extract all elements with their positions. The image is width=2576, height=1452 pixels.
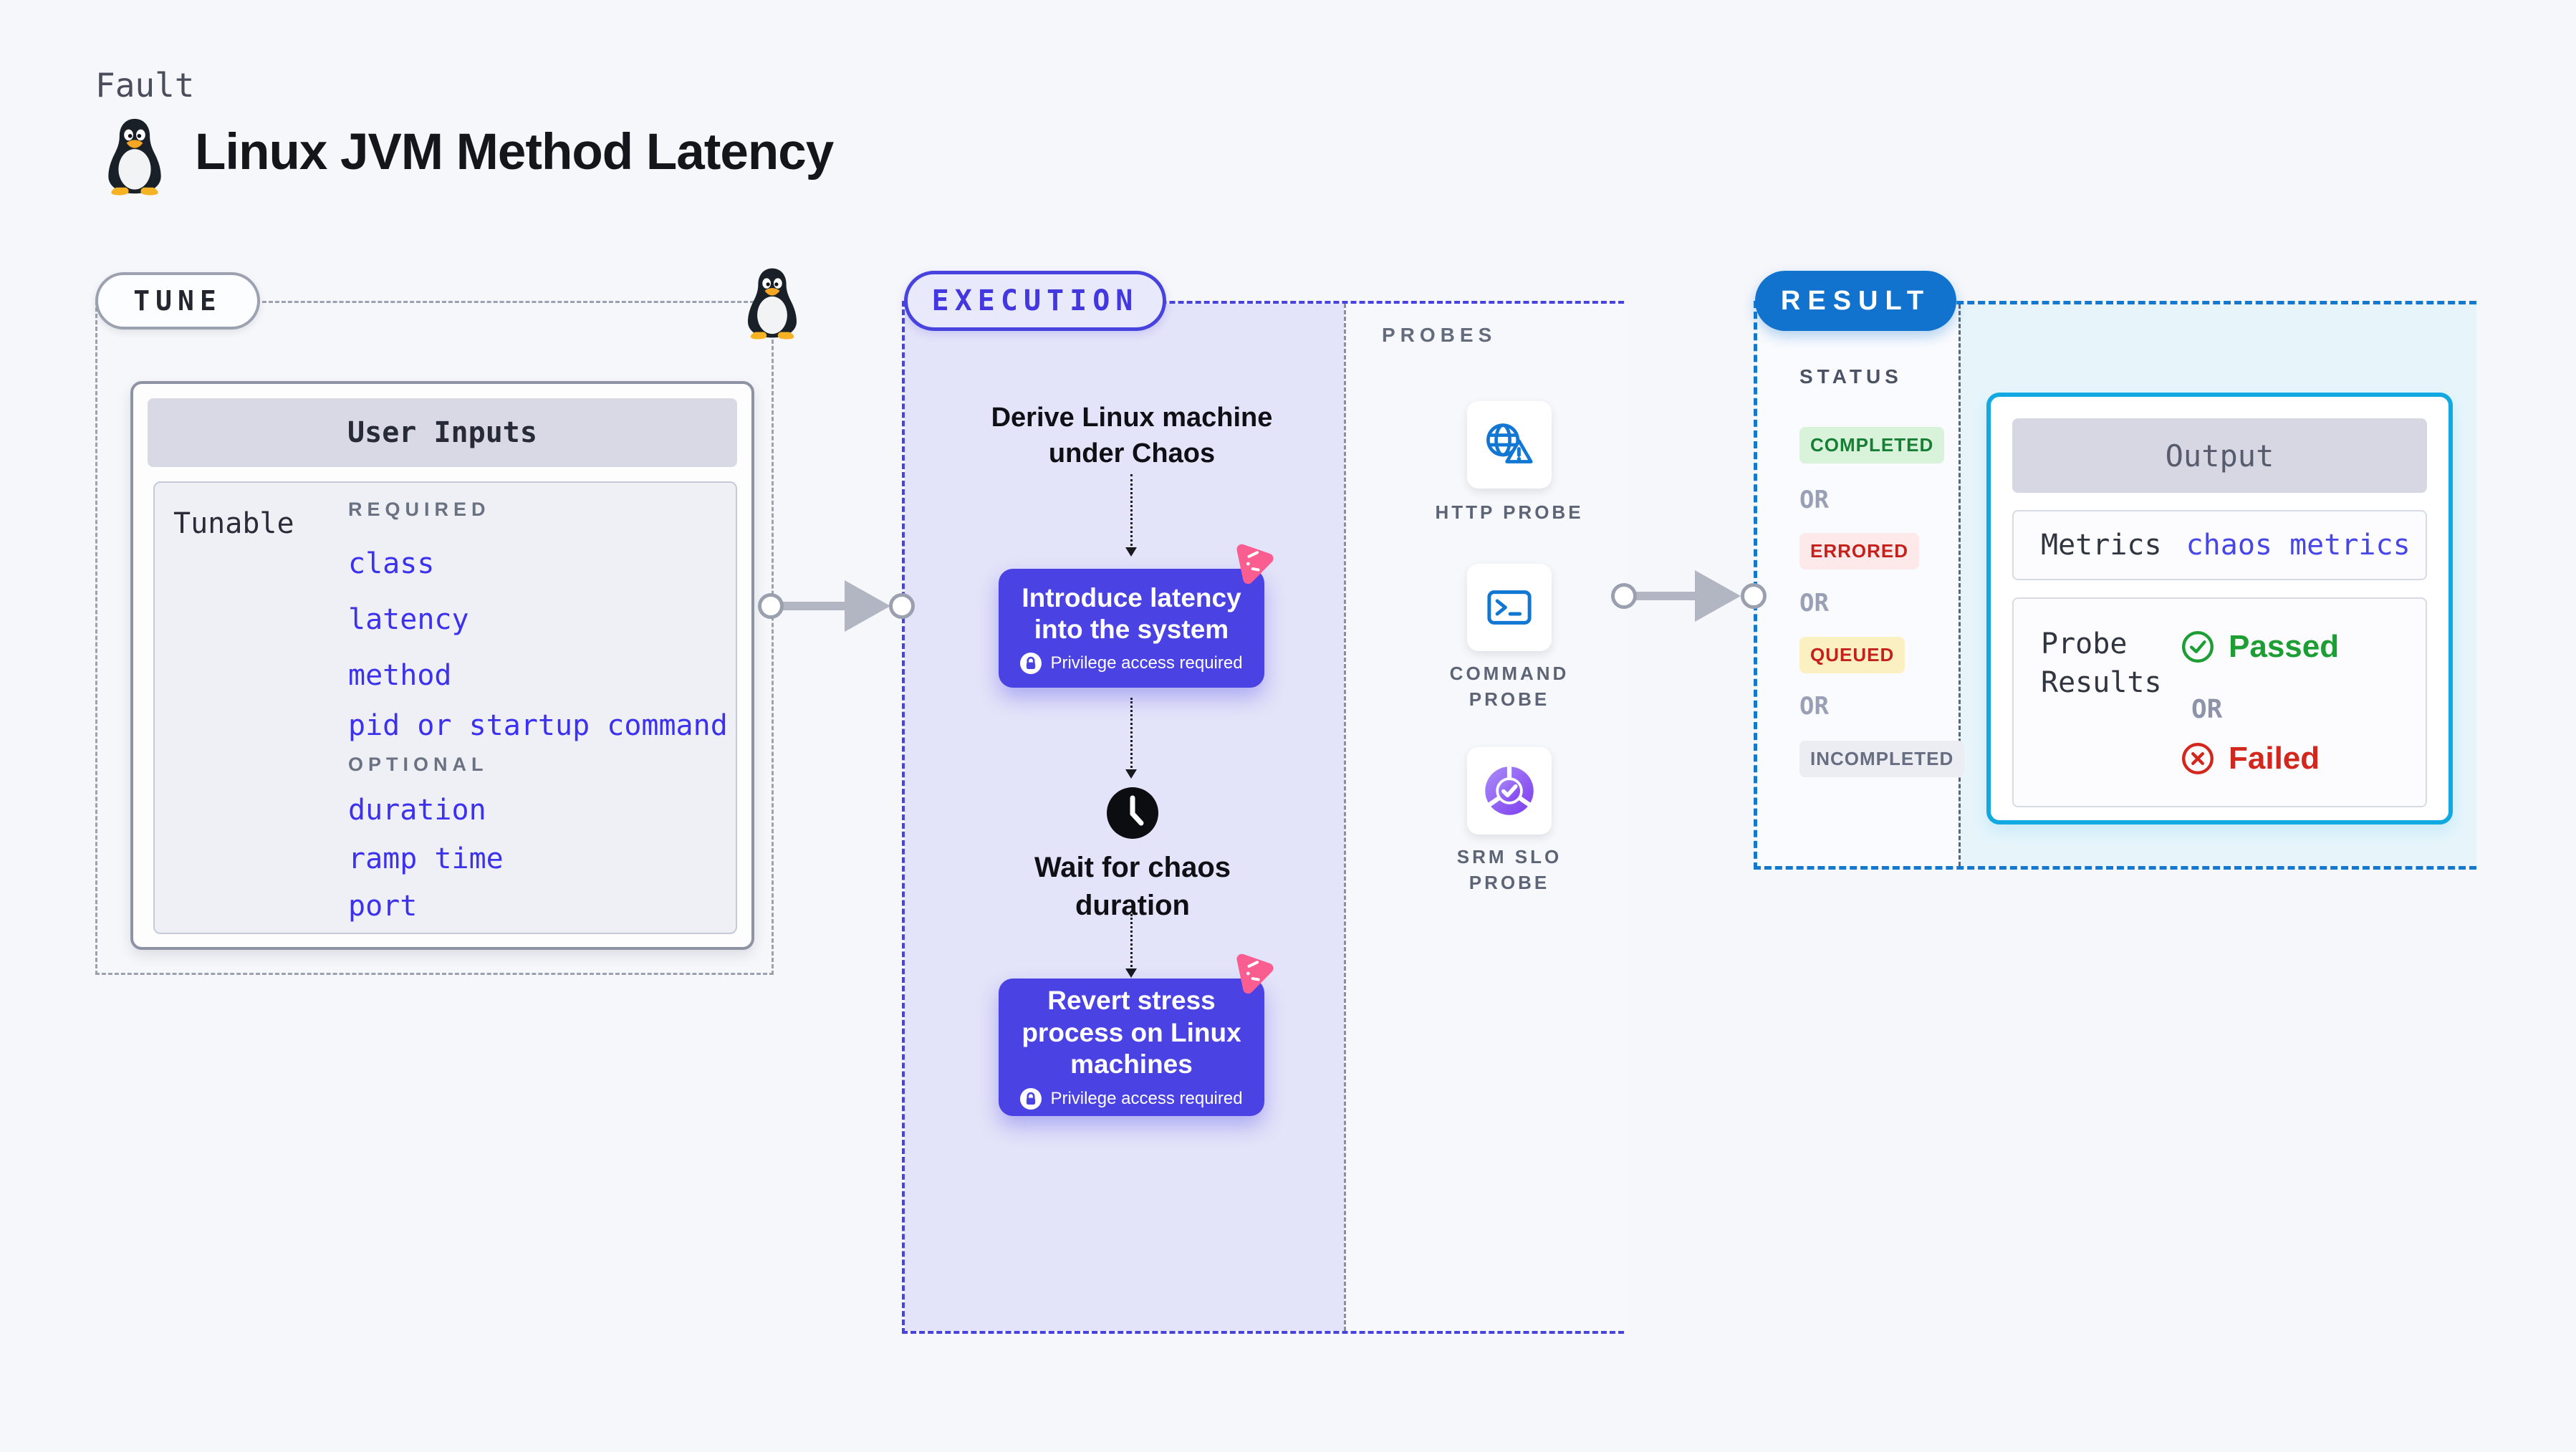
penguin-icon: [108, 118, 161, 196]
probe-label-command: COMMAND PROBE: [1449, 663, 1570, 711]
globe-alert-icon: [1486, 423, 1533, 463]
probe-label-srm-slo: SRM SLO PROBE: [1456, 846, 1562, 894]
check-circle-icon: [2182, 631, 2214, 663]
privilege-note: Privilege access required: [1020, 1087, 1243, 1110]
or-separator: OR: [2191, 695, 2223, 724]
tune-region: [95, 301, 774, 975]
privilege-note-text: Privilege access required: [1050, 653, 1243, 673]
or-separator: OR: [1799, 589, 1829, 617]
flow-arrow-line: [1130, 474, 1133, 546]
passed-label: Passed: [2229, 629, 2340, 664]
tunable-item-ramp-time[interactable]: ramp time: [348, 842, 504, 875]
output-header: Output: [2012, 418, 2427, 493]
revert-stress-step[interactable]: Revert stress process on Linux machines …: [999, 979, 1264, 1116]
penguin-icon-small: [748, 268, 797, 340]
failed-label: Failed: [2229, 741, 2320, 776]
output-card: Output Metrics chaos metrics Probe Resul…: [1986, 393, 2453, 824]
tunable-item-pid-or-startup-command[interactable]: pid or startup command: [348, 709, 728, 742]
probes-label: PROBES: [1382, 324, 1497, 346]
privilege-note-text: Privilege access required: [1050, 1088, 1243, 1108]
privilege-note: Privilege access required: [1020, 653, 1243, 675]
introduce-latency-step[interactable]: Introduce latency into the system Privil…: [999, 569, 1264, 688]
chaos-fault-icon: [1236, 544, 1274, 585]
status-label: STATUS: [1799, 365, 1903, 388]
lock-icon: [1020, 1087, 1042, 1110]
required-label: REQUIRED: [348, 499, 491, 520]
or-separator: OR: [1799, 486, 1829, 514]
tunables-panel: Tunable REQUIRED class latency method pi…: [153, 481, 737, 934]
execution-badge: EXECUTION: [904, 271, 1166, 331]
metrics-row: Metrics chaos metrics: [2012, 510, 2427, 580]
clock-icon: [1107, 787, 1158, 839]
status-badge-incompleted: INCOMPLETED: [1799, 741, 1965, 777]
connector-node: [1611, 583, 1637, 609]
user-inputs-header: User Inputs: [148, 398, 737, 467]
probe-card-command[interactable]: [1467, 564, 1552, 651]
tunable-item-duration[interactable]: duration: [348, 794, 486, 827]
result-badge: RESULT: [1755, 271, 1956, 331]
metrics-label: Metrics: [2041, 529, 2162, 562]
probe-label-http: HTTP PROBE: [1435, 501, 1584, 523]
probe-results-label: Probe Results: [2041, 628, 2162, 699]
probe-card-http[interactable]: [1467, 401, 1552, 489]
flow-arrow-head: [1125, 968, 1137, 978]
chaos-metrics-link[interactable]: chaos metrics: [2186, 529, 2411, 562]
optional-label: OPTIONAL: [348, 754, 489, 775]
revert-stress-title: Revert stress process on Linux machines: [1022, 986, 1241, 1080]
tunable-item-class[interactable]: class: [348, 547, 435, 580]
step-wait-duration: Wait for chaos duration: [1034, 852, 1231, 921]
flow-arrow-line: [1130, 914, 1133, 967]
connector-tune-execution: [781, 602, 847, 610]
chaos-fault-icon: [1236, 953, 1274, 994]
tunable-row-label: Tunable: [173, 507, 294, 540]
flow-arrow-line: [1130, 698, 1133, 768]
tune-badge: TUNE: [95, 272, 260, 330]
connector-execution-result: [1634, 592, 1697, 600]
lock-icon: [1020, 653, 1042, 675]
slo-gauge-icon: [1485, 766, 1534, 815]
tunable-item-latency[interactable]: latency: [348, 603, 469, 636]
flow-arrow-head: [1125, 547, 1137, 557]
user-inputs-card: User Inputs Tunable REQUIRED class laten…: [130, 381, 754, 950]
connector-execution-result-arrowhead: [1695, 570, 1741, 622]
terminal-icon: [1487, 590, 1532, 625]
connector-node: [889, 593, 915, 619]
connector-node: [1741, 583, 1767, 609]
status-badge-errored: ERRORED: [1799, 533, 1920, 569]
introduce-latency-title: Introduce latency into the system: [1022, 582, 1241, 644]
or-separator: OR: [1799, 692, 1829, 721]
tunable-item-method[interactable]: method: [348, 659, 452, 692]
probe-results-row: Probe Results Passed OR Failed: [2012, 597, 2427, 807]
probe-result-failed: Failed: [2180, 741, 2320, 777]
status-lane: [1757, 304, 1959, 866]
connector-tune-execution-arrowhead: [845, 580, 890, 632]
status-badge-queued: QUEUED: [1799, 637, 1905, 673]
connector-node: [758, 593, 784, 619]
step-derive-machine: Derive Linux machine under Chaos: [991, 403, 1273, 469]
status-badge-completed: COMPLETED: [1799, 427, 1945, 463]
flow-arrow-head: [1125, 769, 1137, 779]
x-circle-icon: [2182, 743, 2214, 774]
probe-card-srm-slo[interactable]: [1467, 747, 1552, 835]
probe-result-passed: Passed: [2180, 629, 2339, 665]
page-title: Linux JVM Method Latency: [195, 124, 834, 181]
tunable-item-port[interactable]: port: [348, 890, 418, 923]
fault-label: Fault: [95, 66, 195, 105]
